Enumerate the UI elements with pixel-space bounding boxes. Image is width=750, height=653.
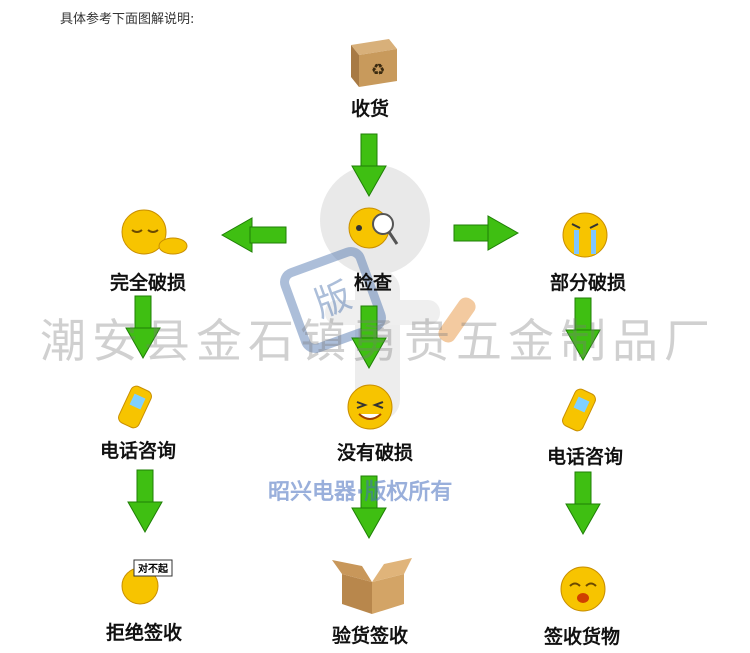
arrow-down-receive: [351, 133, 387, 198]
sorry-tag: 对不起: [138, 562, 169, 575]
node-call-right: 电话咨询: [546, 446, 623, 468]
phone-icon-left: [118, 385, 152, 429]
inspect-smiley-icon: [348, 207, 399, 249]
node-reject: 拒绝签收: [105, 622, 182, 644]
node-receive: 收货: [350, 98, 389, 120]
arrow-down-call-right: [565, 471, 601, 536]
sleepy-smiley-icon: [121, 209, 188, 255]
arrow-down-no-damage: [351, 475, 387, 540]
arrow-down-inspect: [351, 305, 387, 370]
open-box-icon: [332, 558, 412, 614]
arrow-down-call-left: [127, 469, 163, 534]
happy-smiley-icon: [560, 566, 606, 612]
node-accept: 验货签收: [331, 625, 408, 647]
watermark-stamp: 版: [280, 247, 386, 353]
node-call-left: 电话咨询: [99, 440, 176, 462]
node-no-damage: 没有破损: [336, 442, 413, 464]
svg-text:♻: ♻: [371, 60, 385, 79]
laughing-smiley-icon: [347, 384, 393, 430]
arrow-left-full: [220, 217, 287, 253]
node-sign-goods: 签收货物: [543, 626, 620, 648]
node-full-damage: 完全破损: [109, 272, 186, 294]
box-icon: ♻: [351, 39, 397, 87]
crying-smiley-icon: [562, 212, 608, 258]
copyright-mark: 昭兴电器·版权所有: [268, 480, 453, 505]
node-inspect: 检查: [353, 272, 392, 294]
phone-icon-right: [562, 388, 596, 432]
arrow-down-full: [125, 295, 161, 360]
intro-text: 具体参考下面图解说明:: [60, 12, 195, 27]
watermark-text: 潮安县金石镇勇贵五金制品厂: [40, 314, 716, 368]
sorry-smiley-icon: 对不起: [121, 559, 173, 605]
node-partial-damage: 部分破损: [549, 272, 626, 294]
arrow-down-partial: [565, 297, 601, 362]
arrow-right-partial: [453, 215, 520, 251]
bandage-icon: [438, 297, 476, 343]
